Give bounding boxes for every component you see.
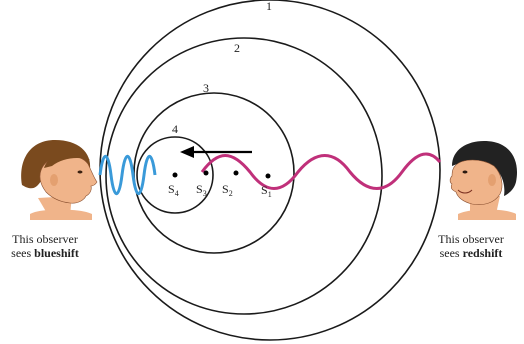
source-dot-s4 <box>172 172 178 178</box>
left-caption-line2: sees blueshift <box>11 246 79 260</box>
wavefront-circle-1 <box>99 0 441 341</box>
right-caption-line2: sees redshift <box>439 246 503 260</box>
observer-face-right-icon <box>449 141 518 220</box>
left-observer-caption: This observer sees blueshift <box>0 232 100 260</box>
motion-arrow-icon <box>180 146 252 158</box>
circle-label-3: 3 <box>203 81 209 95</box>
observer-face-left-icon <box>21 140 98 220</box>
source-dot-s3 <box>203 170 209 176</box>
right-observer-caption: This observer sees redshift <box>416 232 524 260</box>
source-label-s1: S1 <box>261 183 272 199</box>
source-dot-s2 <box>233 170 239 176</box>
redshift-wave <box>200 152 442 190</box>
wavefront-circle-4 <box>136 136 214 214</box>
left-caption-line1: This observer <box>12 232 78 246</box>
redshift-word: redshift <box>462 246 503 260</box>
source-label-s3: S3 <box>196 182 207 198</box>
source-dot-s1 <box>265 173 271 179</box>
wavefront-circle-2 <box>105 37 383 315</box>
circle-label-1: 1 <box>266 0 272 13</box>
circle-label-2: 2 <box>234 41 240 55</box>
wavefront-circle-3 <box>133 92 295 254</box>
blueshift-word: blueshift <box>34 246 79 260</box>
right-caption-line1: This observer <box>438 232 504 246</box>
blueshift-wave <box>98 154 157 196</box>
source-label-s4: S4 <box>168 182 179 198</box>
circle-label-4: 4 <box>172 122 178 136</box>
source-label-s2: S2 <box>222 182 233 198</box>
